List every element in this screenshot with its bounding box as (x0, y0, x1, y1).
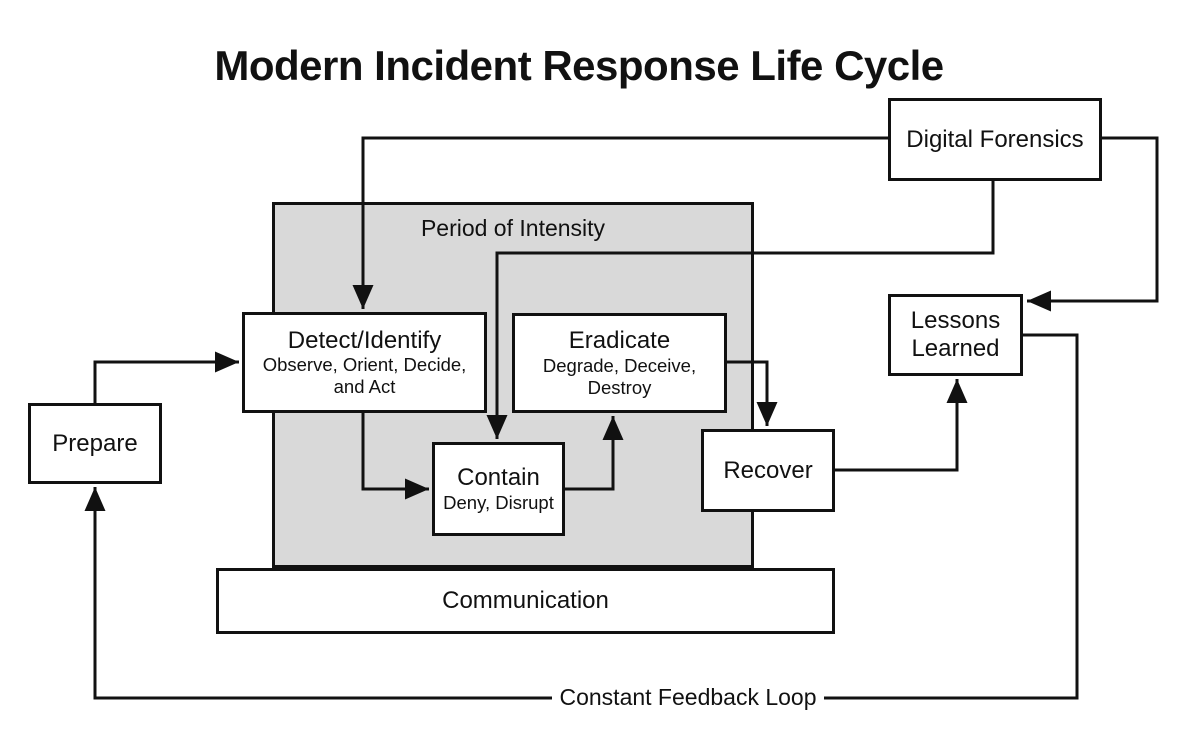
lessons-learned-label: Lessons Learned (910, 307, 1001, 362)
box-eradicate: Eradicate Degrade, Deceive, Destroy (512, 313, 727, 413)
feedback-loop-line-right (824, 333, 1079, 700)
arrow-prepare-to-detect (93, 351, 239, 403)
eradicate-sublabel: Degrade, Deceive, Destroy (542, 354, 697, 398)
constant-feedback-loop-label: Constant Feedback Loop (559, 684, 817, 710)
detect-identify-label: Detect/Identify (287, 326, 442, 354)
recover-label: Recover (723, 456, 813, 484)
diagram-title: Modern Incident Response Life Cycle (214, 42, 944, 89)
detect-identify-sublabel: Observe, Orient, Decide, and Act (262, 354, 467, 398)
period-of-intensity-label: Period of Intensity (420, 215, 606, 241)
box-digital-forensics: Digital Forensics (888, 98, 1102, 181)
box-communication: Communication (216, 568, 835, 634)
contain-label: Contain (457, 464, 540, 492)
box-prepare: Prepare (28, 403, 162, 484)
prepare-label: Prepare (52, 429, 138, 457)
communication-label: Communication (442, 587, 609, 615)
box-contain: Contain Deny, Disrupt (432, 442, 565, 536)
box-lessons-learned: Lessons Learned (888, 294, 1023, 376)
box-detect-identify: Detect/Identify Observe, Orient, Decide,… (242, 312, 487, 413)
eradicate-label: Eradicate (568, 327, 671, 355)
box-recover: Recover (701, 429, 835, 512)
digital-forensics-label: Digital Forensics (906, 125, 1084, 153)
contain-sublabel: Deny, Disrupt (443, 491, 554, 513)
arrow-recover-to-lessons-learned (835, 379, 968, 472)
